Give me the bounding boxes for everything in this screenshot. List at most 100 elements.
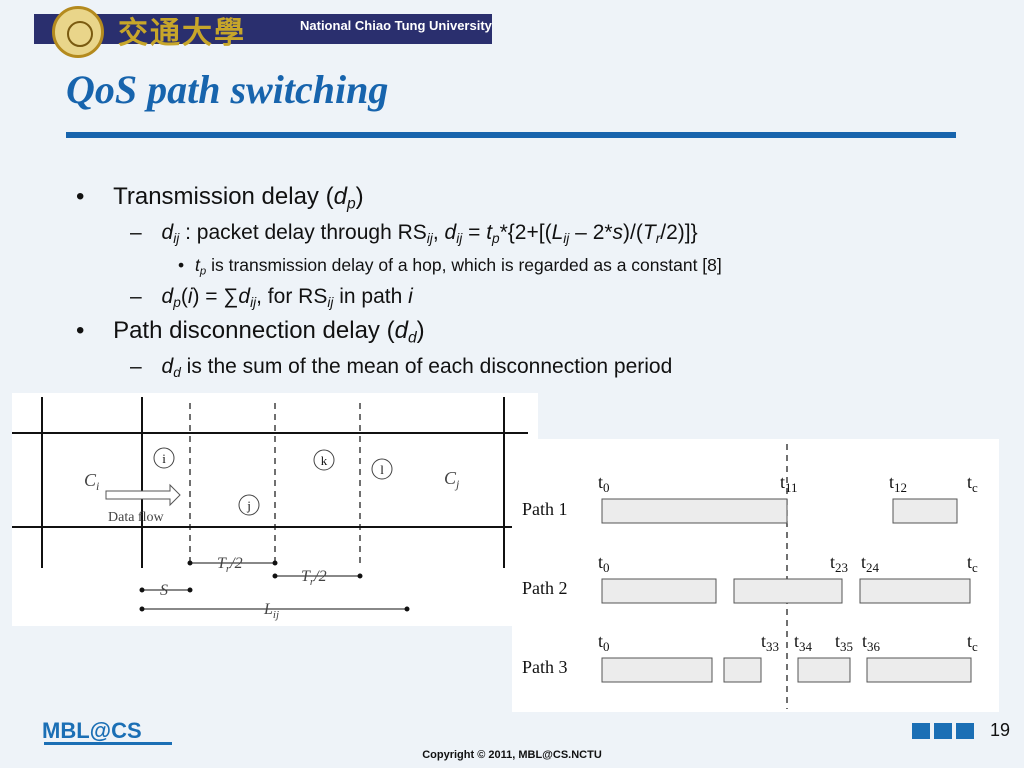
tr-tail: /2	[229, 555, 242, 572]
tr-sub: r	[310, 576, 315, 588]
math-sub: p	[492, 231, 500, 247]
time-var: t	[794, 631, 799, 651]
time-label: t34	[794, 631, 813, 654]
time-sub: 0	[603, 560, 610, 575]
math-var: d	[161, 221, 174, 244]
path2-label: Path 2	[522, 578, 568, 598]
tr-label-2: Tr/2	[301, 568, 327, 588]
node-k-label: k	[321, 453, 328, 468]
math-var: d	[394, 317, 408, 344]
tr-sub: r	[226, 563, 231, 575]
bullet-text: is the sum of the mean of each disconnec…	[180, 355, 673, 378]
node-k	[313, 449, 335, 471]
math-var: t	[195, 255, 200, 275]
path1-segment-2	[892, 498, 958, 524]
tr-tail: /2	[313, 568, 326, 585]
ci-label: Ci	[84, 470, 99, 493]
path3-label: Path 3	[522, 657, 568, 677]
time-label: t35	[835, 631, 853, 654]
title-divider	[66, 132, 956, 138]
bullet-text: =	[462, 221, 487, 244]
time-label: t23	[830, 552, 848, 575]
path1-segment-1	[601, 498, 788, 524]
time-var: t	[780, 472, 785, 492]
time-var: t	[761, 631, 766, 651]
bullet-text: )	[416, 317, 425, 344]
time-label: tc	[967, 552, 978, 575]
lij-label: Lij	[263, 601, 279, 621]
math-sub: p	[173, 295, 181, 311]
cj-sub: j	[454, 477, 460, 491]
time-var: t	[862, 631, 867, 651]
time-sub: 35	[840, 639, 853, 654]
road-grid-diagram: i k l j Ci Cj Data flow Tr/2 Tr/2	[12, 397, 528, 621]
math-var: s	[612, 221, 624, 244]
slide-title: QoS path switching	[66, 67, 389, 112]
path2-segment-2	[733, 578, 843, 604]
math-var: i	[187, 285, 193, 308]
page-number: 19	[990, 720, 1011, 740]
node-i	[153, 447, 175, 469]
bullet-text: *{2+[(	[499, 221, 552, 244]
path1-label: Path 1	[522, 499, 568, 519]
time-sub: 11	[785, 480, 798, 495]
node-i-label: i	[162, 451, 166, 466]
bullet-text: Path disconnection delay (	[113, 317, 395, 344]
math-var: t	[486, 221, 493, 244]
time-var: t	[835, 631, 840, 651]
time-sub: c	[972, 480, 978, 495]
bullet-text: in path	[333, 285, 409, 308]
math-sub: ij	[173, 231, 180, 247]
time-var: t	[967, 552, 972, 572]
math-var: T	[642, 221, 656, 244]
math-var: d	[444, 221, 457, 244]
time-var: t	[967, 472, 972, 492]
time-var: t	[830, 552, 835, 572]
university-banner	[34, 14, 492, 44]
bullet-dd-definition: – dd is the sum of the mean of each disc…	[130, 355, 672, 379]
university-name-chinese: 交通大學	[118, 16, 246, 51]
time-sub: c	[972, 639, 978, 654]
time-label: tc	[967, 631, 978, 654]
time-sub: 24	[866, 560, 880, 575]
time-sub: 36	[867, 639, 881, 654]
time-label: t0	[598, 552, 610, 575]
ci-sub: i	[96, 479, 99, 493]
math-var: d	[161, 285, 174, 308]
l-var: L	[263, 601, 273, 618]
time-var: t	[598, 472, 603, 492]
time-sub: 34	[799, 639, 813, 654]
bullet-text: , for RS	[256, 285, 328, 308]
node-j	[238, 494, 260, 516]
time-label: t33	[761, 631, 779, 654]
bullet-tp-definition: • tp is transmission delay of a hop, whi…	[178, 255, 722, 277]
math-sub: d	[173, 365, 181, 381]
bullet-text: )/(	[623, 221, 643, 244]
path-timeline-diagram: Path 1 Path 2 Path 3 t0 t11 t12 tc t0 t2…	[522, 444, 978, 709]
time-var: t	[889, 472, 894, 492]
path3-segment-3	[797, 657, 851, 683]
time-label: t12	[889, 472, 907, 495]
math-sub: ij	[563, 231, 570, 247]
bullet-dp-definition: – dp(i) = ∑dij, for RSij in path i	[130, 285, 413, 309]
data-flow-label: Data flow	[108, 510, 164, 525]
bullet-text: Transmission delay (	[113, 183, 334, 210]
time-label: t24	[861, 552, 880, 575]
footer-square-icon	[912, 723, 930, 739]
time-sub: 23	[835, 560, 848, 575]
math-var: d	[161, 355, 174, 378]
tr-var: T	[217, 555, 227, 572]
time-sub: 33	[766, 639, 779, 654]
math-sub: ij	[456, 231, 463, 247]
time-label: t11	[780, 472, 798, 495]
bullet-text: ) = ∑	[192, 285, 239, 308]
path3-segment-1	[601, 657, 713, 683]
time-sub: 0	[603, 639, 610, 654]
footer-square-icon	[956, 723, 974, 739]
math-var: L	[551, 221, 564, 244]
dash-marker: –	[130, 221, 142, 244]
footer-square-icon	[934, 723, 952, 739]
bullet-text: /2)]}	[660, 221, 698, 244]
path3-segment-4	[866, 657, 972, 683]
math-sub: ij	[426, 231, 433, 247]
